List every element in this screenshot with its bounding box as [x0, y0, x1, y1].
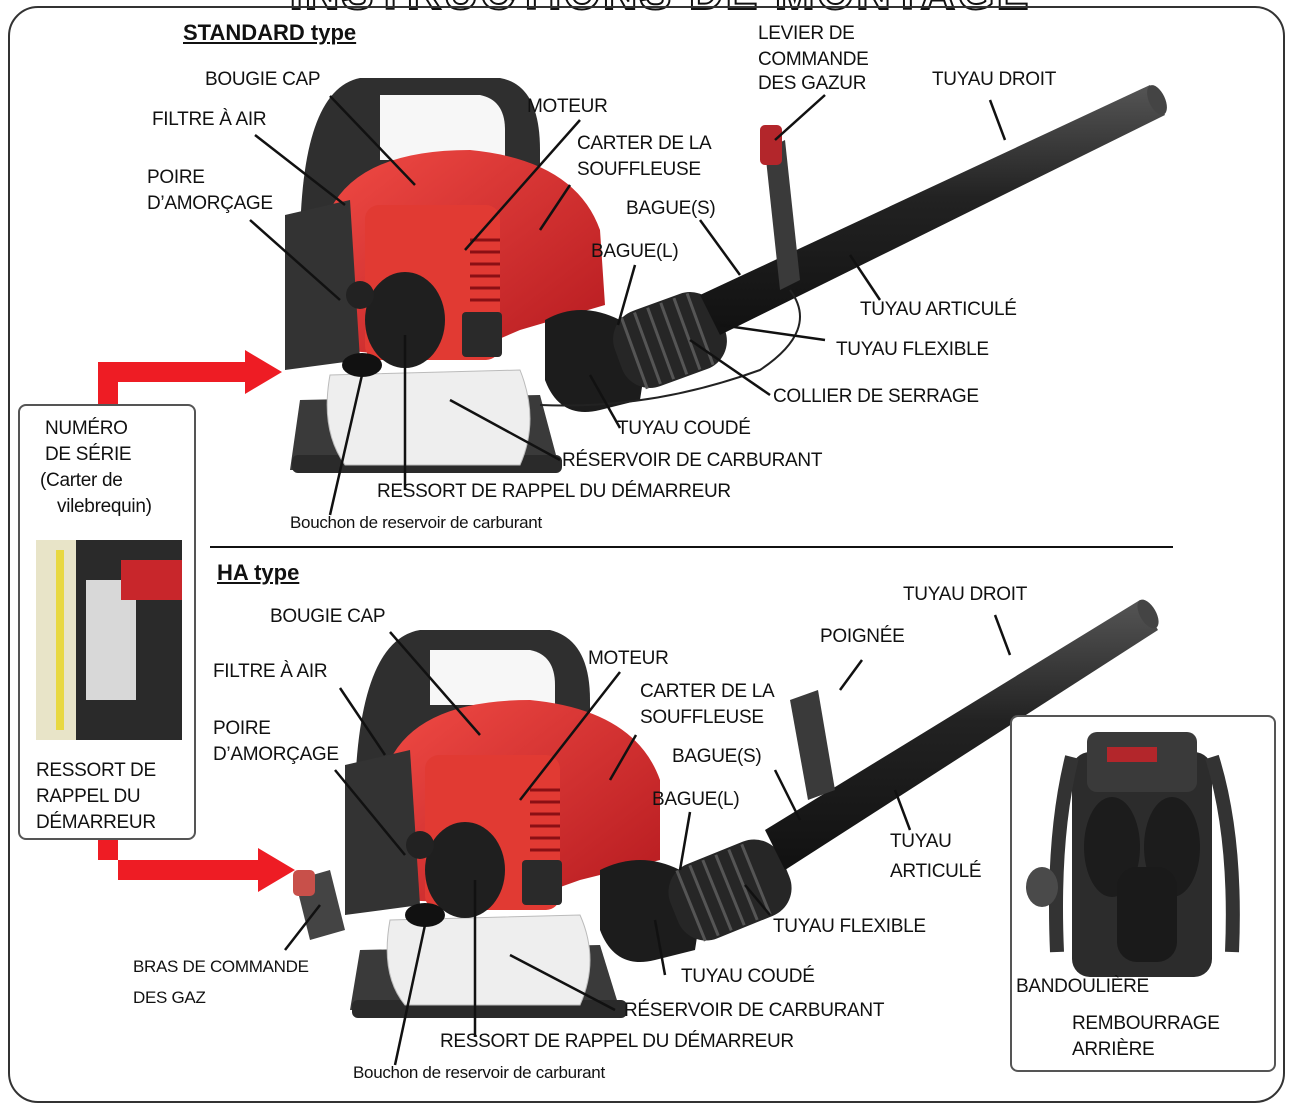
ha-label-bras-2: DES GAZ	[133, 986, 206, 1010]
label-tuyau-coude: TUYAU COUDÉ	[617, 417, 751, 441]
ha-label-carter-2: SOUFFLEUSE	[640, 706, 764, 730]
ha-label-reservoir: RÉSERVOIR DE CARBURANT	[624, 999, 884, 1023]
ha-type-title: HA type	[217, 560, 299, 586]
ha-label-bougie-cap: BOUGIE CAP	[270, 605, 385, 629]
label-inset-ressort-1: RESSORT DE	[36, 759, 156, 783]
label-bague-l: BAGUE(L)	[591, 240, 678, 264]
label-tuyau-articule: TUYAU ARTICULÉ	[860, 298, 1017, 322]
label-serial-2: DE SÉRIE	[45, 443, 131, 467]
standard-type-title: STANDARD type	[183, 20, 356, 46]
label-serial-1: NUMÉRO	[45, 417, 128, 441]
label-collier: COLLIER DE SERRAGE	[773, 385, 979, 409]
label-inset-ressort-3: DÉMARREUR	[36, 811, 156, 835]
label-inset-ressort-2: RAPPEL DU	[36, 785, 140, 809]
label-ressort: RESSORT DE RAPPEL DU DÉMARREUR	[377, 480, 731, 504]
label-serial-3: (Carter de	[40, 469, 123, 493]
label-bague-s: BAGUE(S)	[626, 197, 715, 221]
label-moteur: MOTEUR	[527, 95, 608, 119]
ha-label-poire-1: POIRE	[213, 717, 271, 741]
label-reservoir: RÉSERVOIR DE CARBURANT	[562, 449, 822, 473]
label-levier-3: DES GAZUR	[758, 72, 866, 96]
ha-label-ressort: RESSORT DE RAPPEL DU DÉMARREUR	[440, 1030, 794, 1054]
ha-label-tuyau-articule-2: ARTICULÉ	[890, 860, 981, 884]
label-bougie-cap: BOUGIE CAP	[205, 68, 320, 92]
label-filtre-air: FILTRE À AIR	[152, 108, 266, 132]
label-bouchon: Bouchon de reservoir de carburant	[290, 511, 542, 535]
ha-label-bras-1: BRAS DE COMMANDE	[133, 955, 309, 979]
label-carter-1: CARTER DE LA	[577, 132, 711, 156]
label-rembourrage-1: REMBOURRAGE	[1072, 1012, 1220, 1036]
ha-label-bouchon: Bouchon de reservoir de carburant	[353, 1061, 605, 1085]
ha-label-filtre-air: FILTRE À AIR	[213, 660, 327, 684]
label-poire-1: POIRE	[147, 166, 205, 190]
label-poire-2: D’AMORÇAGE	[147, 192, 273, 216]
ha-label-bague-s: BAGUE(S)	[672, 745, 761, 769]
label-bandouliere: BANDOULIÈRE	[1016, 975, 1149, 999]
label-levier-1: LEVIER DE	[758, 22, 855, 46]
ha-label-tuyau-flexible: TUYAU FLEXIBLE	[773, 915, 926, 939]
ha-label-carter-1: CARTER DE LA	[640, 680, 774, 704]
label-serial-4: vilebrequin)	[57, 495, 152, 519]
ha-label-poignee: POIGNÉE	[820, 625, 904, 649]
ha-label-bague-l: BAGUE(L)	[652, 788, 739, 812]
label-tuyau-flexible: TUYAU FLEXIBLE	[836, 338, 989, 362]
ha-label-poire-2: D’AMORÇAGE	[213, 743, 339, 767]
section-separator	[210, 546, 1173, 548]
ha-label-moteur: MOTEUR	[588, 647, 669, 671]
label-carter-2: SOUFFLEUSE	[577, 158, 701, 182]
label-tuyau-droit: TUYAU DROIT	[932, 68, 1056, 92]
ha-label-tuyau-articule-1: TUYAU	[890, 830, 951, 854]
standard-blower	[285, 78, 1171, 473]
label-rembourrage-2: ARRIÈRE	[1072, 1038, 1154, 1062]
crankcase-photo	[36, 540, 182, 740]
ha-label-tuyau-coude: TUYAU COUDÉ	[681, 965, 815, 989]
ha-label-tuyau-droit: TUYAU DROIT	[903, 583, 1027, 607]
label-levier-2: COMMANDE	[758, 48, 869, 72]
